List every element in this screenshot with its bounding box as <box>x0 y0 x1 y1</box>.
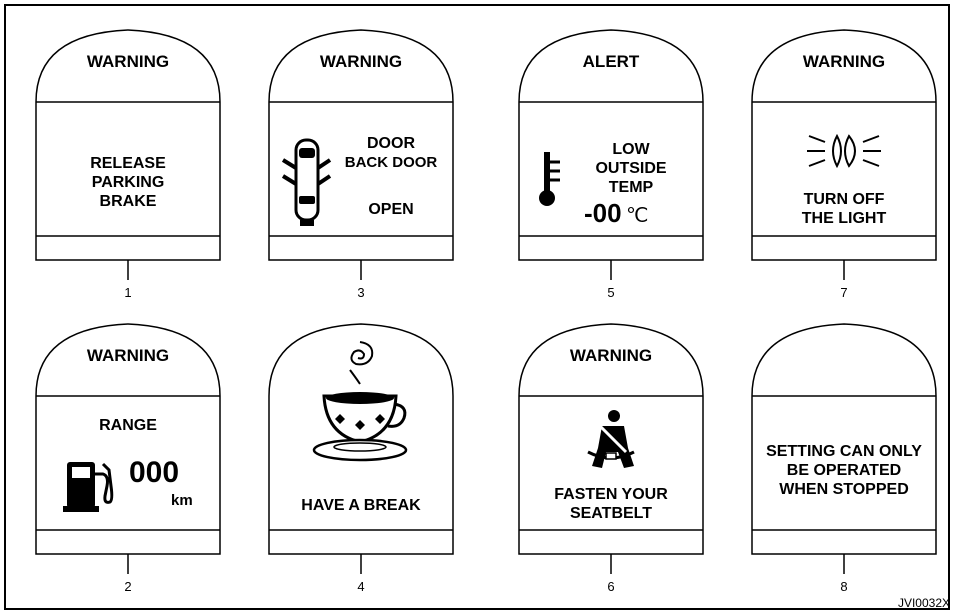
panel-header: WARNING <box>266 52 456 71</box>
panel-text-line3: TEMP <box>566 178 696 197</box>
panel-header: WARNING <box>749 52 939 71</box>
range-value: 000 <box>129 456 179 490</box>
panel-text-line2: PARKING <box>33 173 223 192</box>
panel-number: 5 <box>516 285 706 300</box>
panel-text-line1: FASTEN YOUR <box>516 485 706 504</box>
panel-text-line1: RANGE <box>33 416 223 435</box>
seatbelt-icon <box>584 408 638 474</box>
panel-number: 8 <box>749 579 939 594</box>
panel-text-line2: SEATBELT <box>516 504 706 523</box>
panel-text-line1: RELEASE <box>33 154 223 173</box>
panel-release-parking-brake: WARNING RELEASE PARKING BRAKE 1 <box>33 12 223 302</box>
panel-text-line1: DOOR <box>326 134 456 153</box>
panel-header: WARNING <box>516 346 706 365</box>
panel-turn-off-light: WARNING TURN OFF THE LIGHT 7 <box>749 12 939 302</box>
panel-text-line2: OUTSIDE <box>566 159 696 178</box>
temperature-unit: ℃ <box>626 205 648 227</box>
panel-text-line1: SETTING CAN ONLY <box>749 442 939 461</box>
panel-text-line1: HAVE A BREAK <box>266 496 456 515</box>
figure-code: JVI0032X <box>898 596 950 610</box>
panel-text-line1: LOW <box>566 140 696 159</box>
panel-text-line1: TURN OFF <box>749 190 939 209</box>
car-door-open-icon <box>280 134 332 230</box>
panel-text-line2: THE LIGHT <box>749 209 939 228</box>
panel-header: WARNING <box>33 346 223 365</box>
range-unit: km <box>171 492 193 509</box>
headlight-icon <box>803 126 885 176</box>
panel-have-a-break: HAVE A BREAK 4 <box>266 306 456 596</box>
panel-text-line3: BRAKE <box>33 192 223 211</box>
panel-number: 2 <box>33 579 223 594</box>
panel-header: WARNING <box>33 52 223 71</box>
fuel-pump-icon <box>63 456 115 514</box>
panel-header: ALERT <box>516 52 706 71</box>
panel-text-line3: WHEN STOPPED <box>749 480 939 499</box>
panel-range: WARNING RANGE 000 km 2 <box>33 306 223 596</box>
thermometer-icon <box>536 150 566 208</box>
panel-low-outside-temp: ALERT LOW OUTSIDE TEMP -00 ℃ 5 <box>516 12 706 302</box>
panel-number: 7 <box>749 285 939 300</box>
panel-setting-when-stopped: SETTING CAN ONLY BE OPERATED WHEN STOPPE… <box>749 306 939 596</box>
panel-text-line3: OPEN <box>326 200 456 219</box>
panel-number: 6 <box>516 579 706 594</box>
coffee-cup-icon <box>310 334 410 472</box>
panel-text-line2: BACK DOOR <box>326 153 456 172</box>
temperature-readout: -00 ℃ <box>584 198 704 229</box>
panel-number: 4 <box>266 579 456 594</box>
panel-text-line2: BE OPERATED <box>749 461 939 480</box>
panel-fasten-seatbelt: WARNING FASTEN YOUR SEATBELT 6 <box>516 306 706 596</box>
panel-number: 3 <box>266 285 456 300</box>
panel-door-open: WARNING DOOR BACK DOOR OPEN 3 <box>266 12 456 302</box>
temperature-value: -00 <box>584 198 622 228</box>
panel-number: 1 <box>33 285 223 300</box>
